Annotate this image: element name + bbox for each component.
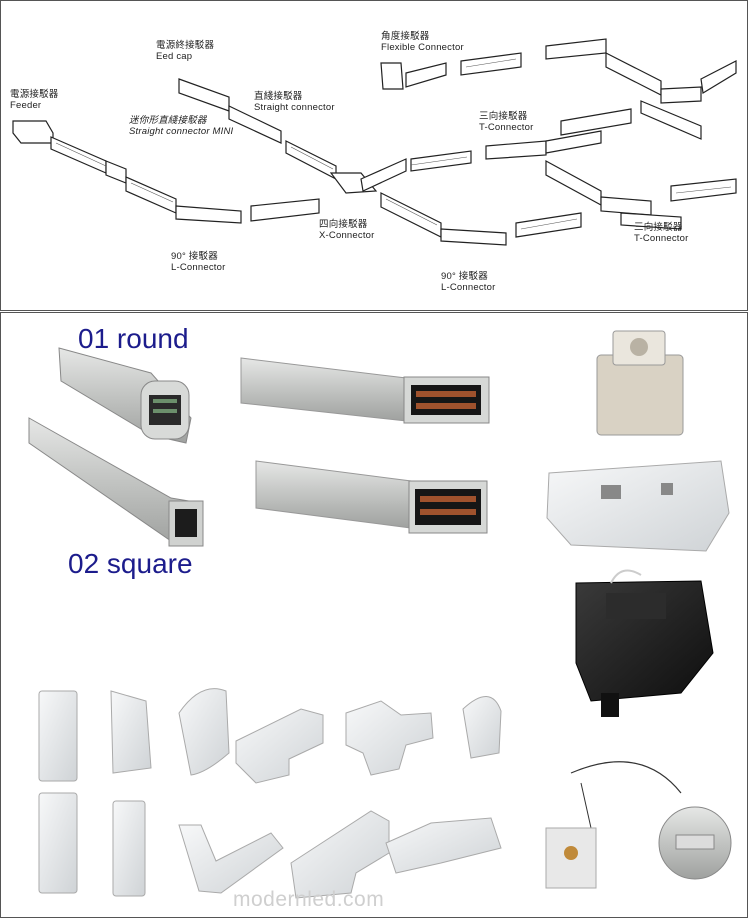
t-connector-top: [485, 140, 547, 160]
rail-segment: [545, 38, 607, 60]
feeder-accessory-2: [38, 792, 78, 894]
rail-profile-2: [255, 460, 488, 534]
rail-segment: [545, 159, 602, 207]
rail-segment: [545, 130, 602, 154]
rail-segment: [405, 62, 447, 88]
straight-connector: [228, 105, 282, 144]
rail-segment: [605, 52, 662, 96]
product-photo-panel: 01 round 02 square modernled.com: [0, 312, 748, 918]
black-three-circuit-adapter: [575, 569, 714, 717]
straight-mini-joint: [105, 160, 127, 184]
rail-segment: [515, 212, 582, 238]
mini-joint-accessory: [112, 800, 146, 897]
l-connector-left: [175, 205, 242, 224]
rail-segment: [250, 198, 320, 222]
rail-segment: [460, 52, 522, 76]
rail-segment: [125, 176, 177, 214]
t-connector-right: [600, 196, 652, 216]
flexible-connector: [380, 62, 404, 90]
white-track-adapter: [546, 460, 730, 552]
single-circuit-adapter: [596, 330, 684, 436]
straight-joint-accessory: [110, 690, 152, 774]
rail-segment: [620, 212, 682, 230]
rail-segment: [700, 60, 737, 94]
rail-segment: [50, 136, 107, 174]
rail-segment: [560, 108, 632, 136]
end-cap-rail: [178, 78, 230, 112]
t-accessory: [235, 708, 324, 784]
end-cap-accessory: [462, 696, 502, 759]
profile-square-label: 02 square: [68, 548, 193, 579]
suspension-kit: [545, 761, 732, 889]
rail-segment: [360, 158, 407, 192]
flexible-accessory: [178, 688, 230, 776]
square-profile-rail: [28, 417, 204, 547]
x-accessory: [345, 700, 434, 776]
feeder-block: [12, 120, 54, 144]
rail-joint: [660, 86, 702, 104]
product-drawings: [28, 330, 732, 899]
rail-segment: [640, 100, 702, 140]
round-profile-rail: [58, 347, 192, 444]
t-accessory-2: [290, 810, 390, 899]
feeder-accessory: [38, 690, 78, 782]
rail-segment: [285, 140, 337, 180]
l-accessory: [178, 824, 284, 894]
diagram-drawing: [12, 38, 737, 246]
profile-round-label: 01 round: [78, 323, 189, 354]
watermark: modernled.com: [233, 888, 385, 911]
flexible-accessory-2: [385, 817, 502, 874]
rail-segment: [380, 192, 442, 238]
l-connector-right: [440, 228, 507, 246]
rail-profile-1: [240, 357, 490, 424]
